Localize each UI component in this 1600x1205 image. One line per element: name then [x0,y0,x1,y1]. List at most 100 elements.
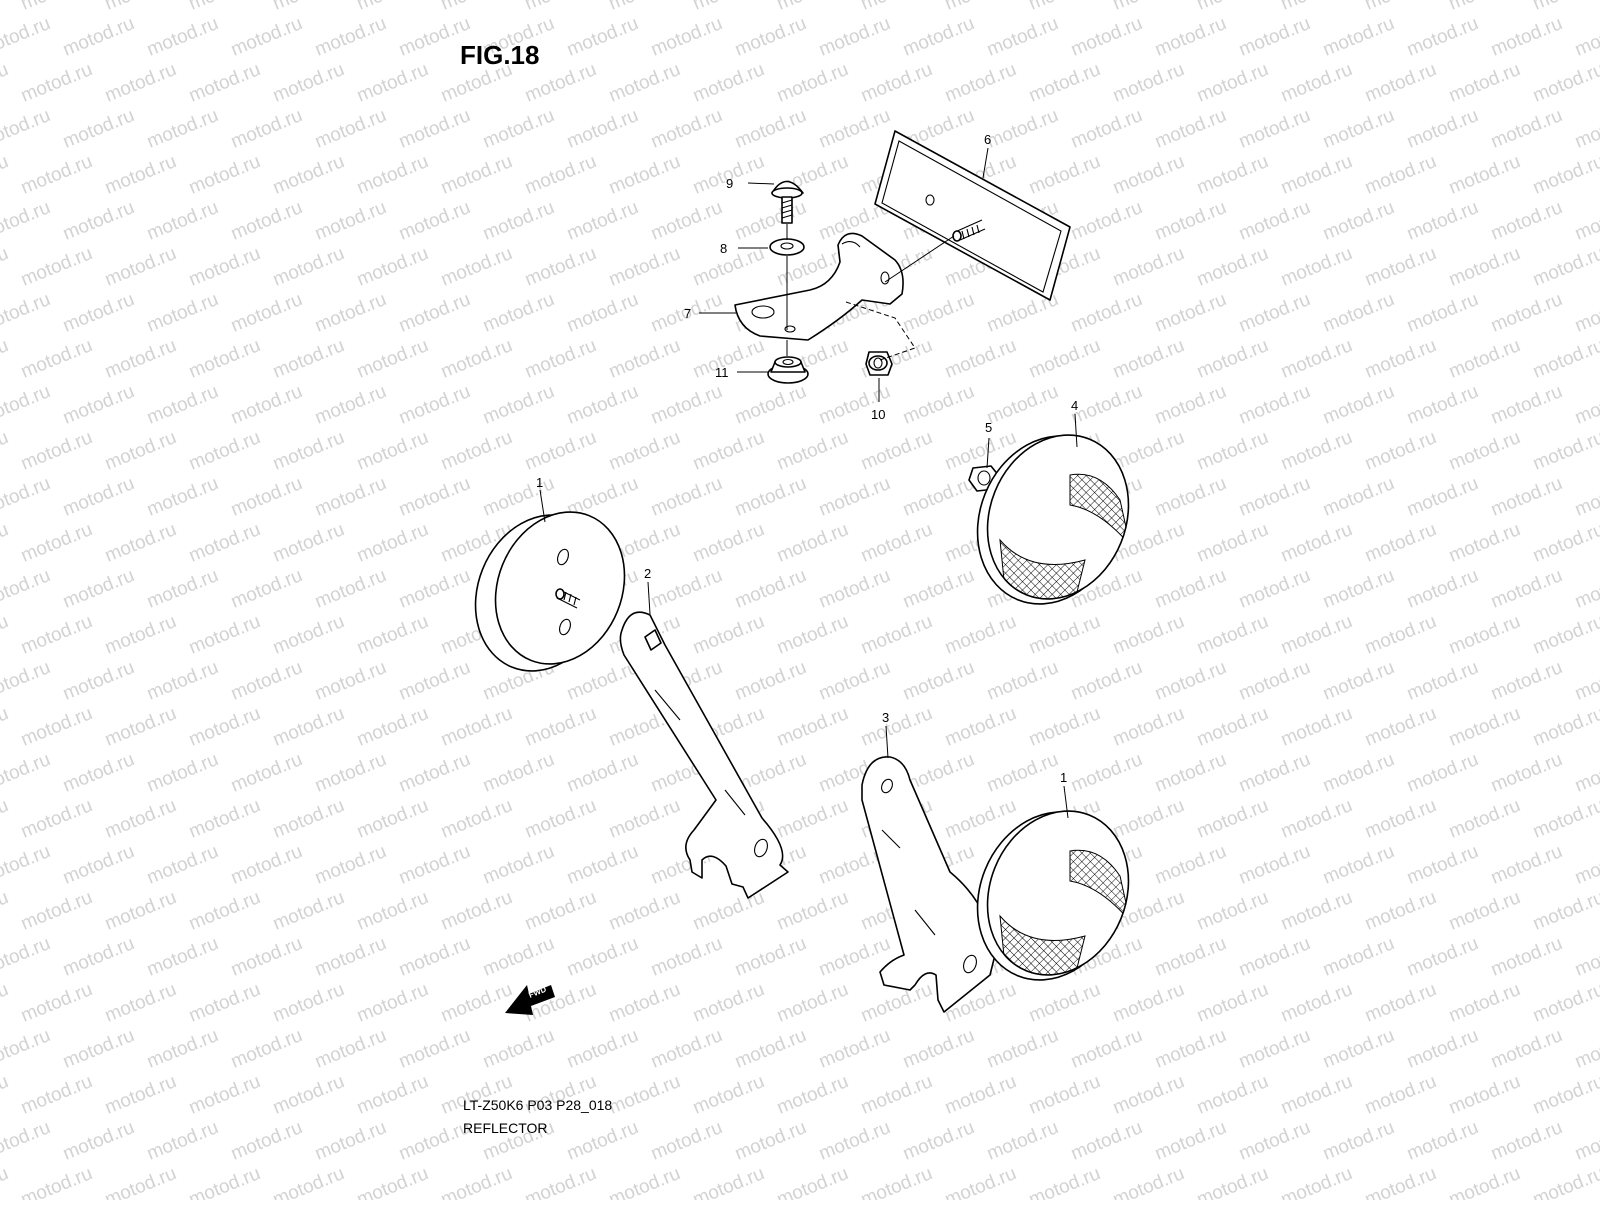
watermark-text: motod.ru [1152,749,1229,797]
watermark-text: motod.ru [1194,795,1271,843]
watermark-text: motod.ru [1446,59,1523,107]
watermark-text: motod.ru [1488,197,1565,245]
watermark-text: motod.ru [102,519,179,567]
watermark-text: motod.ru [1236,381,1313,429]
watermark-text: motod.ru [1194,59,1271,107]
watermark-text: motod.ru [1110,59,1187,107]
watermark-text: motod.ru [1194,427,1271,475]
watermark-text: motod.ru [690,335,767,383]
watermark-text: motod.ru [354,1163,431,1200]
watermark-text: motod.ru [1320,105,1397,153]
watermark-text: motod.ru [18,887,95,935]
watermark-text: motod.ru [1110,1163,1187,1200]
watermark-text: motod.ru [1530,243,1600,291]
watermark-text: motod.ru [564,289,641,337]
watermark-text: motod.ru [354,427,431,475]
watermark-text: motod.ru [0,841,53,889]
part-2-bracket [619,611,789,899]
watermark-text: motod.ru [0,657,53,705]
watermark-text: motod.ru [858,1163,935,1200]
watermark-text: motod.ru [690,979,767,1027]
part-10-nut [865,351,893,376]
watermark-text: motod.ru [1320,1025,1397,1073]
watermark-text: motod.ru [564,381,641,429]
watermark-text: motod.ru [270,611,347,659]
figure-name: REFLECTOR [463,1120,548,1136]
watermark-text: motod.ru [1362,1163,1439,1200]
watermark-text: motod.ru [1110,979,1187,1027]
watermark-text: motod.ru [18,1163,95,1200]
watermark-text: motod.ru [1320,657,1397,705]
watermark-text: motod.ru [900,1117,977,1165]
watermark-text: motod.ru [480,841,557,889]
watermark-text: motod.ru [606,887,683,935]
watermark-text: motod.ru [1194,703,1271,751]
watermark-text: motod.ru [1530,151,1600,199]
watermark-text: motod.ru [1488,657,1565,705]
watermark-text: motod.ru [1026,611,1103,659]
watermark-text: motod.ru [0,335,11,383]
watermark-text: motod.ru [144,841,221,889]
watermark-text: motod.ru [774,1071,851,1119]
watermark-text: motod.ru [690,427,767,475]
watermark-text: motod.ru [438,887,515,935]
watermark-text: motod.ru [438,335,515,383]
watermark-text: motod.ru [228,105,305,153]
watermark-text: motod.ru [732,933,809,981]
watermark-text: motod.ru [690,1163,767,1200]
watermark-text: motod.ru [1236,289,1313,337]
watermark-text: motod.ru [1278,427,1355,475]
watermark-text: motod.ru [186,59,263,107]
watermark-text: motod.ru [354,795,431,843]
watermark-text: motod.ru [1488,565,1565,613]
watermark-text: motod.ru [1236,473,1313,521]
watermark-text: motod.ru [60,473,137,521]
watermark-text: motod.ru [60,1025,137,1073]
watermark-text: motod.ru [1068,1025,1145,1073]
watermark-text: motod.ru [1404,933,1481,981]
watermark-text: motod.ru [0,1025,53,1073]
watermark-text: motod.ru [270,795,347,843]
watermark-text: motod.ru [1068,1117,1145,1165]
watermark-text: motod.ru [186,611,263,659]
watermark-text: motod.ru [1068,13,1145,61]
watermark-text: motod.ru [144,1117,221,1165]
watermark-text: motod.ru [60,657,137,705]
watermark-text: motod.ru [1236,565,1313,613]
watermark-text: motod.ru [60,841,137,889]
watermark-text: motod.ru [564,1025,641,1073]
watermark-text: motod.ru [648,933,725,981]
watermark-text: motod.ru [354,335,431,383]
watermark-text: motod.ru [438,1163,515,1200]
watermark-text: motod.ru [1362,1071,1439,1119]
watermark-text: motod.ru [1152,381,1229,429]
watermark-text: motod.ru [18,979,95,1027]
watermark-text: motod.ru [606,335,683,383]
watermark-text: motod.ru [984,749,1061,797]
watermark-text: motod.ru [1068,657,1145,705]
watermark-text: motod.ru [144,1025,221,1073]
watermark-text: motod.ru [1278,979,1355,1027]
watermark-text: motod.ru [0,13,53,61]
watermark-text: motod.ru [1320,289,1397,337]
watermark-text: motod.ru [942,0,1019,15]
watermark-text: motod.ru [312,841,389,889]
watermark-text: motod.ru [1530,703,1600,751]
watermark-text: motod.ru [1194,0,1271,15]
watermark-text: motod.ru [1194,243,1271,291]
callout-1-left: 1 [536,475,543,490]
watermark-text: motod.ru [606,427,683,475]
watermark-text: motod.ru [1572,473,1600,521]
watermark-text: motod.ru [1320,13,1397,61]
watermark-text: motod.ru [1488,105,1565,153]
watermark-text: motod.ru [900,473,977,521]
watermark-text: motod.ru [648,565,725,613]
watermark-text: motod.ru [1446,151,1523,199]
watermark-text: motod.ru [1278,335,1355,383]
watermark-text: motod.ru [1488,841,1565,889]
watermark-text: motod.ru [0,565,53,613]
watermark-text: motod.ru [396,933,473,981]
watermark-text: motod.ru [774,519,851,567]
watermark-text: motod.ru [1530,0,1600,15]
watermark-text: motod.ru [1320,1117,1397,1165]
